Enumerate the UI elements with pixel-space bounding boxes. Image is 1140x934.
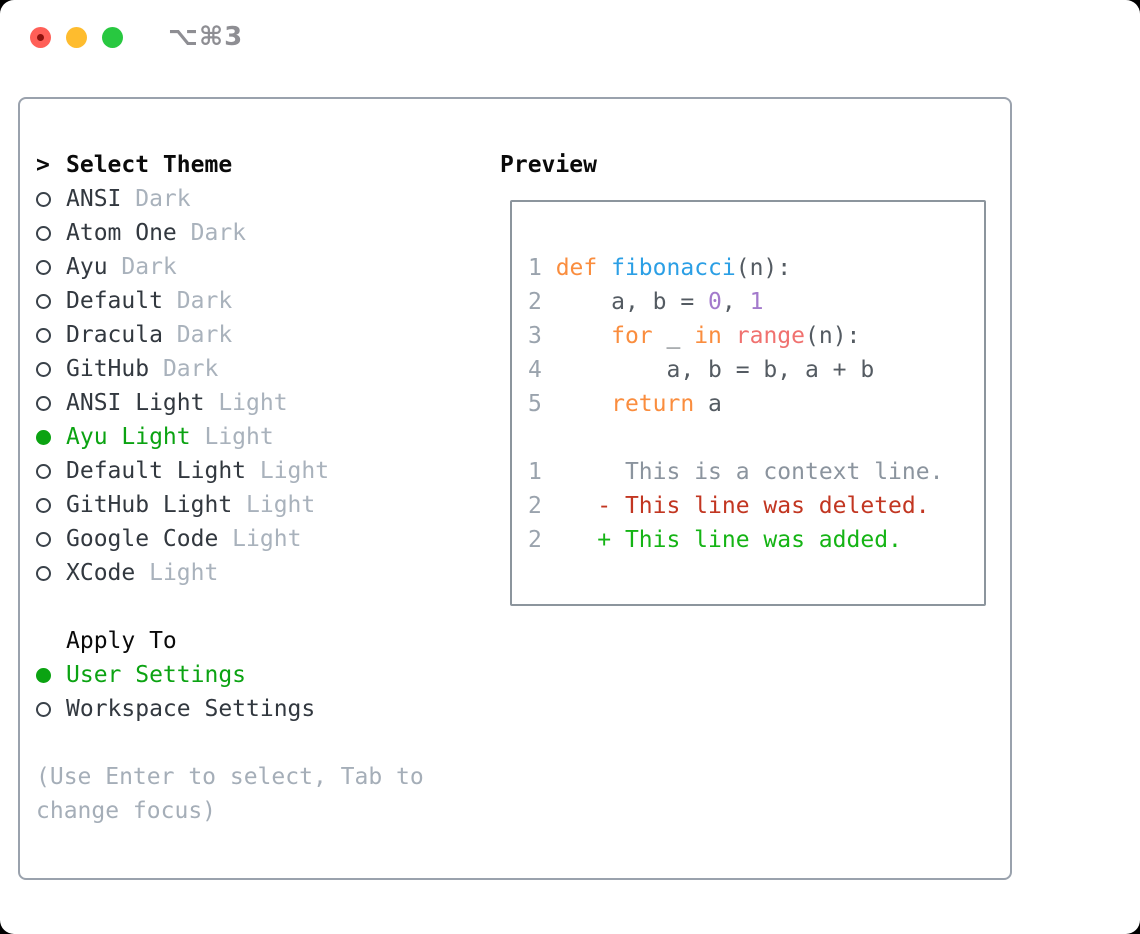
theme-option-label: Ayu Light Light <box>66 424 274 450</box>
titlebar: ⌥⌘3 <box>0 0 1140 97</box>
apply-to-header: Apply To <box>66 628 177 654</box>
theme-option[interactable]: ANSI Light Light <box>36 386 476 420</box>
theme-option[interactable]: Ayu Light Light <box>36 420 476 454</box>
page-title: Select Theme <box>66 152 233 178</box>
radio-icon <box>36 293 66 309</box>
theme-option[interactable]: Default Dark <box>36 284 476 318</box>
theme-option[interactable]: Dracula Dark <box>36 318 476 352</box>
radio-icon <box>36 701 66 717</box>
theme-option-label: Google Code Light <box>66 526 302 552</box>
theme-option[interactable]: ANSI Dark <box>36 182 476 216</box>
preview-line: 3 for _ in range(n): <box>528 323 861 349</box>
close-button[interactable] <box>30 27 51 48</box>
apply-to-option-label: User Settings <box>66 662 247 688</box>
radio-icon <box>36 497 66 513</box>
selection-prompt-icon: > <box>36 152 50 178</box>
help-text-line: (Use Enter to select, Tab to <box>36 764 424 790</box>
theme-option[interactable]: Google Code Light <box>36 522 476 556</box>
preview-line: 2 a, b = 0, 1 <box>528 289 764 315</box>
radio-icon <box>36 565 66 581</box>
radio-icon <box>36 225 66 241</box>
radio-icon <box>36 327 66 343</box>
theme-option-label: Default Dark <box>66 288 233 314</box>
theme-option-label: Atom One Dark <box>66 220 247 246</box>
radio-icon <box>36 531 66 547</box>
theme-option[interactable]: Atom One Dark <box>36 216 476 250</box>
zoom-button[interactable] <box>102 27 123 48</box>
radio-icon <box>36 395 66 411</box>
theme-option[interactable]: GitHub Light Light <box>36 488 476 522</box>
theme-option[interactable]: XCode Light <box>36 556 476 590</box>
theme-option-label: XCode Light <box>66 560 219 586</box>
radio-icon <box>36 259 66 275</box>
theme-option[interactable]: GitHub Dark <box>36 352 476 386</box>
minimize-button[interactable] <box>66 27 87 48</box>
radio-icon <box>36 463 66 479</box>
apply-to-option[interactable]: User Settings <box>36 658 476 692</box>
help-text-line: change focus) <box>36 798 217 824</box>
theme-option-label: ANSI Dark <box>66 186 191 212</box>
preview-line: 4 a, b = b, a + b <box>528 357 875 383</box>
radio-selected-icon <box>36 667 66 683</box>
unsaved-indicator-dot <box>37 34 44 41</box>
preview-line: 2 - This line was deleted. <box>528 493 930 519</box>
preview-line: 1 This is a context line. <box>528 459 944 485</box>
apply-to-header-row: Apply To <box>36 624 476 658</box>
apply-to-option-label: Workspace Settings <box>66 696 316 722</box>
preview-line <box>528 421 970 455</box>
window-controls <box>30 27 123 48</box>
spacer <box>36 726 476 760</box>
preview-pane: 1 def fibonacci(n): 2 a, b = 0, 1 3 for _ … <box>510 200 986 606</box>
theme-list-header: > Select Theme <box>36 148 476 182</box>
theme-option-label: ANSI Light Light <box>66 390 288 416</box>
theme-option[interactable]: Default Light Light <box>36 454 476 488</box>
radio-icon <box>36 191 66 207</box>
radio-icon <box>36 361 66 377</box>
apply-to-option[interactable]: Workspace Settings <box>36 692 476 726</box>
theme-option[interactable]: Ayu Dark <box>36 250 476 284</box>
theme-option-label: GitHub Light Light <box>66 492 316 518</box>
radio-selected-icon <box>36 429 66 445</box>
theme-option-label: GitHub Dark <box>66 356 219 382</box>
preview-line: 5 return a <box>528 391 722 417</box>
theme-option-label: Ayu Dark <box>66 254 177 280</box>
theme-option-label: Default Light Light <box>66 458 330 484</box>
window-title: ⌥⌘3 <box>168 22 244 52</box>
spacer <box>36 590 476 624</box>
preview-line: 1 def fibonacci(n): <box>528 255 792 281</box>
preview-title: Preview <box>500 152 597 178</box>
theme-option-label: Dracula Dark <box>66 322 233 348</box>
preview-line: 2 + This line was added. <box>528 527 902 553</box>
